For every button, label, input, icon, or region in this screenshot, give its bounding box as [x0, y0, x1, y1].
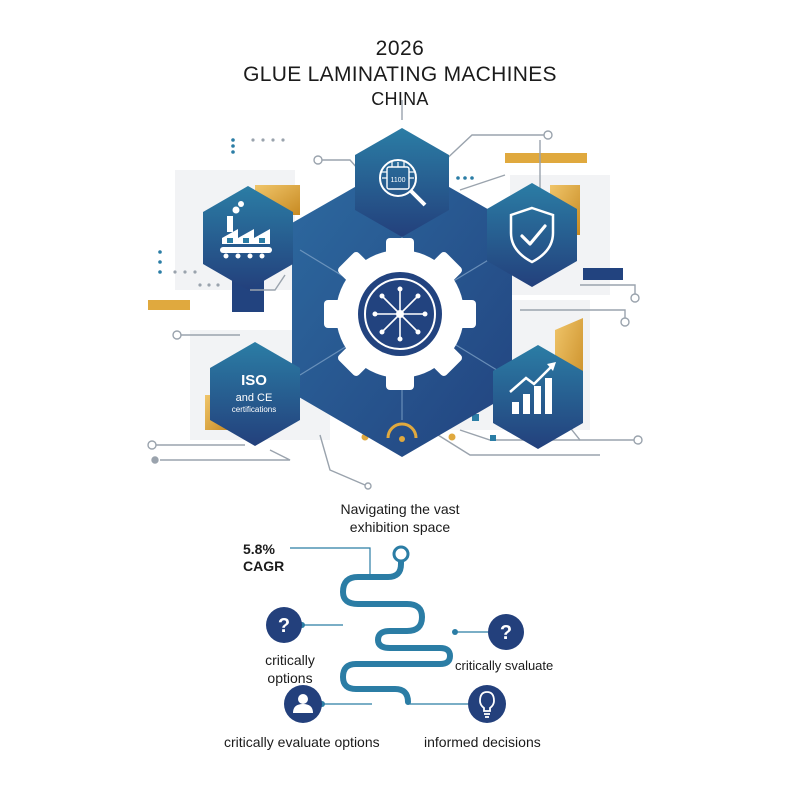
- title-sub: CHINA: [371, 89, 429, 109]
- gear-circuit-icon: [324, 238, 476, 390]
- cagr-value: 5.8%: [243, 541, 275, 557]
- navigate-caption: Navigating the vast exhibition space: [340, 501, 460, 535]
- label-person: critically evaluate options: [224, 734, 380, 750]
- factory-icon: [220, 201, 272, 259]
- bar-chart-growth-icon: [509, 362, 556, 414]
- and-ce-label: and CE: [236, 392, 273, 404]
- lightbulb-icon: [479, 691, 495, 718]
- label-bulb: informed decisions: [424, 734, 541, 750]
- iso-label: ISO: [241, 372, 267, 389]
- title-block: 2026 GLUE LAMINATING MACHINES CHINA: [0, 36, 800, 111]
- hex-top-right: [487, 183, 577, 287]
- hex-top: 1100: [355, 128, 449, 237]
- hex-top-left: [203, 186, 293, 290]
- hex-bottom-left: ISO and CE certifications: [210, 342, 300, 446]
- hex-bottom-right: [493, 345, 583, 449]
- chip-text: 1100: [390, 177, 405, 184]
- label-right-question: critically svaluate: [455, 658, 554, 673]
- cagr-label: CAGR: [243, 558, 285, 574]
- winding-path: [340, 551, 453, 705]
- person-circle: [284, 685, 322, 723]
- question-glyph-left: ?: [278, 615, 290, 637]
- path-connectors: [290, 547, 488, 705]
- signal-arc-icon: [386, 422, 418, 442]
- label-left-question: critically options: [265, 652, 315, 686]
- shield-check-icon: [509, 206, 555, 264]
- certifications-label: certifications: [232, 405, 276, 414]
- question-glyph-right: ?: [500, 622, 512, 644]
- question-circle-right: ?: [488, 614, 524, 650]
- title-year: 2026: [375, 37, 425, 60]
- path-start-marker: [392, 545, 410, 563]
- question-circle-left: ?: [266, 607, 302, 643]
- bulb-circle: [468, 685, 506, 723]
- chip-magnifier-icon: [379, 159, 427, 207]
- title-main: GLUE LAMINATING MACHINES: [243, 63, 557, 86]
- person-icon: [293, 694, 313, 713]
